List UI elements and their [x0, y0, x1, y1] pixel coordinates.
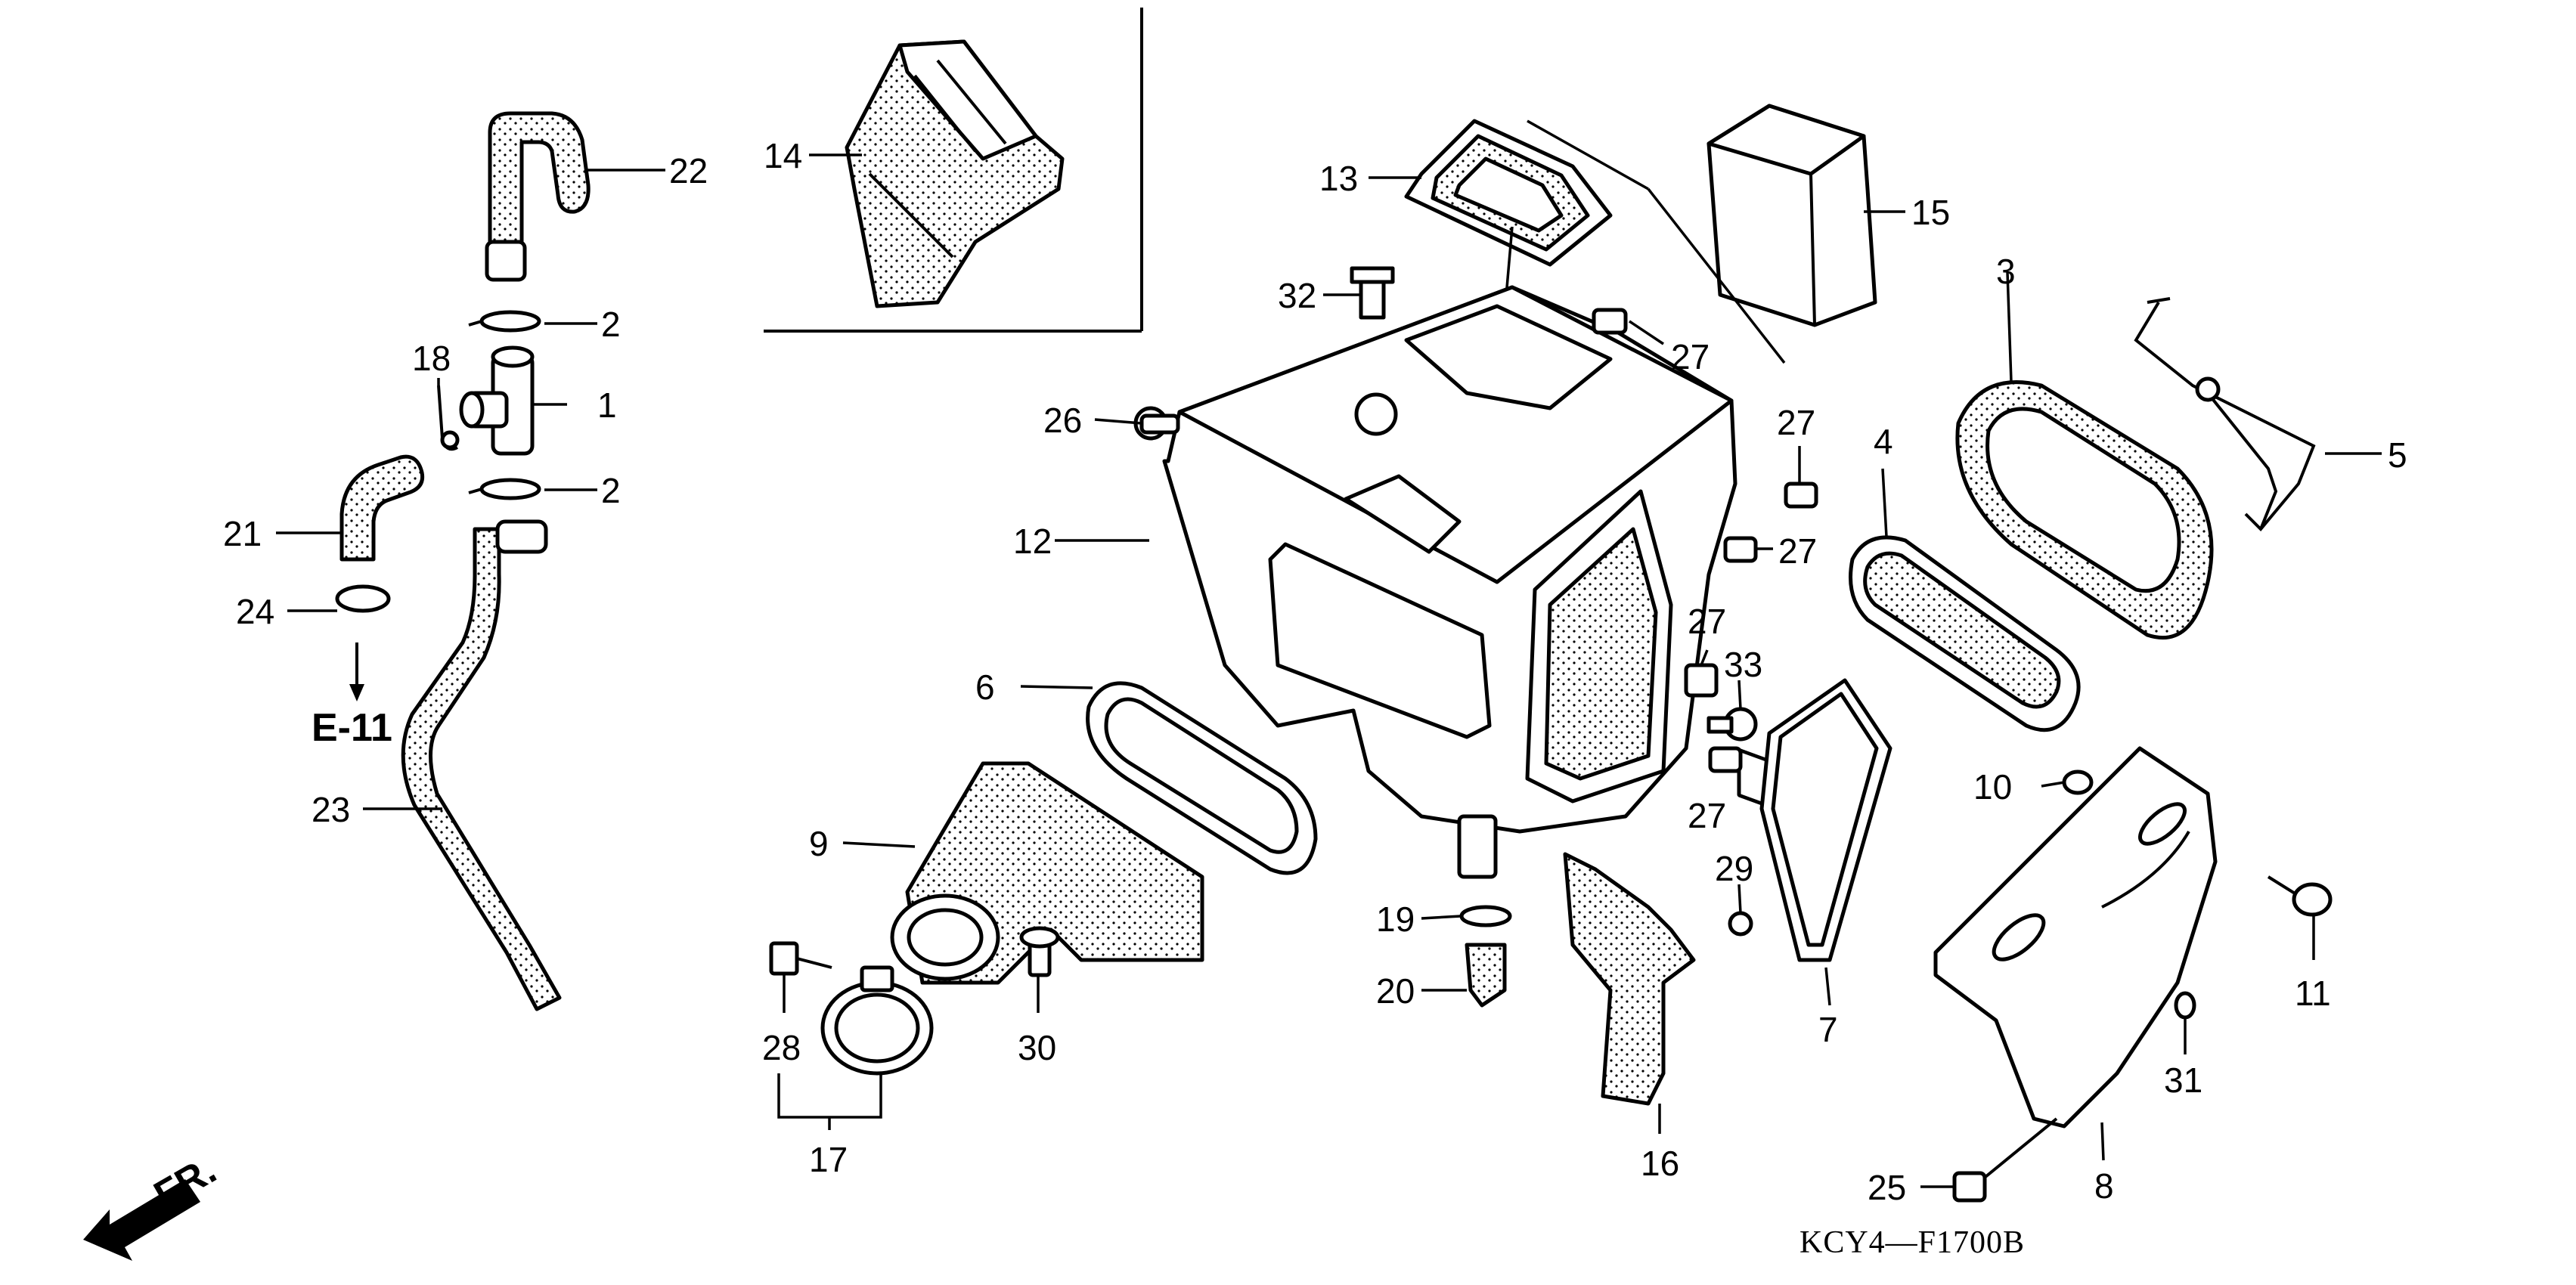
breather-hose-upper [485, 111, 591, 282]
top-screen-frame [1404, 119, 1613, 267]
label-22: 22 [669, 151, 708, 190]
label-23: 23 [312, 790, 350, 829]
label-17: 17 [809, 1140, 848, 1179]
label-13: 13 [1319, 159, 1358, 198]
label-7: 7 [1818, 1010, 1838, 1049]
reference-label: E-11 [312, 706, 392, 750]
drain-cap [1465, 943, 1507, 1008]
label-16: 16 [1641, 1144, 1679, 1183]
label-2a: 2 [601, 305, 621, 344]
tube-band [820, 965, 934, 1076]
screw-29 [1728, 911, 1753, 937]
label-27c: 27 [1778, 531, 1817, 571]
label-27d: 27 [1688, 602, 1726, 641]
label-24: 24 [236, 592, 274, 631]
bolt-26 [1133, 406, 1180, 441]
front-direction-arrow [83, 1179, 200, 1261]
label-4: 4 [1874, 422, 1893, 461]
element-box [1706, 104, 1877, 811]
collar-31 [2174, 991, 2196, 1020]
label-33: 33 [1724, 645, 1762, 684]
screw-30 [1019, 926, 1060, 977]
element-holder [2134, 297, 2316, 531]
label-28: 28 [762, 1028, 801, 1067]
callout-labels: 22 2 18 1 2 21 24 E-11 23 14 13 15 32 27… [147, 136, 2407, 1260]
bolt-33 [1706, 707, 1758, 742]
leader-lines [276, 153, 2382, 1188]
label-32: 32 [1278, 276, 1316, 315]
label-31: 31 [2164, 1061, 2202, 1100]
label-11: 11 [2295, 974, 2331, 1013]
label-15: 15 [1911, 193, 1950, 232]
small-clip [437, 385, 460, 451]
inlet-boot [845, 39, 1065, 308]
element-screen [1849, 535, 2081, 732]
label-10: 10 [1973, 767, 2012, 807]
bolt-25 [1952, 1117, 2058, 1203]
hose-clamp-lower [468, 478, 541, 500]
label-9: 9 [809, 824, 829, 863]
label-1: 1 [597, 386, 617, 425]
label-5: 5 [2388, 435, 2407, 475]
label-3: 3 [1996, 252, 2016, 291]
label-25: 25 [1868, 1168, 1906, 1207]
connecting-tube [890, 761, 1204, 985]
label-27b: 27 [1777, 403, 1815, 442]
air-element [1955, 380, 2214, 640]
tee-joint [459, 345, 535, 456]
label-8: 8 [2094, 1166, 2114, 1206]
clamp-ring [335, 584, 391, 613]
label-27a: 27 [1671, 337, 1710, 376]
hose-clamp-upper [468, 310, 541, 333]
drain-clamp [1459, 905, 1512, 927]
label-19: 19 [1376, 900, 1415, 939]
cover-gasket [1759, 678, 1892, 962]
screw-11 [2267, 875, 2333, 917]
drawing-code: KCY4—F1700B [1799, 1225, 2025, 1260]
label-26: 26 [1043, 401, 1082, 440]
inset-frame [764, 8, 1143, 333]
case-gasket [1086, 681, 1318, 875]
label-2b: 2 [601, 471, 621, 510]
label-30: 30 [1018, 1028, 1056, 1067]
label-6: 6 [975, 667, 995, 707]
side-cover [1933, 746, 2218, 1129]
label-12: 12 [1013, 522, 1052, 561]
label-29: 29 [1715, 849, 1753, 888]
breather-hose-lower [401, 519, 562, 1011]
grommet-10 [2062, 769, 2094, 795]
label-21: 21 [223, 514, 262, 553]
clip-27 [1592, 308, 1818, 773]
reference-arrow [349, 642, 364, 701]
short-hose [339, 454, 425, 562]
duct-cover [1563, 852, 1696, 1106]
label-14: 14 [764, 136, 802, 175]
label-18: 18 [412, 339, 451, 378]
bolt-28 [769, 941, 832, 976]
label-27e: 27 [1688, 796, 1726, 835]
bolt-32 [1350, 266, 1395, 320]
air-cleaner-case [1162, 285, 1737, 879]
label-20: 20 [1376, 971, 1415, 1011]
